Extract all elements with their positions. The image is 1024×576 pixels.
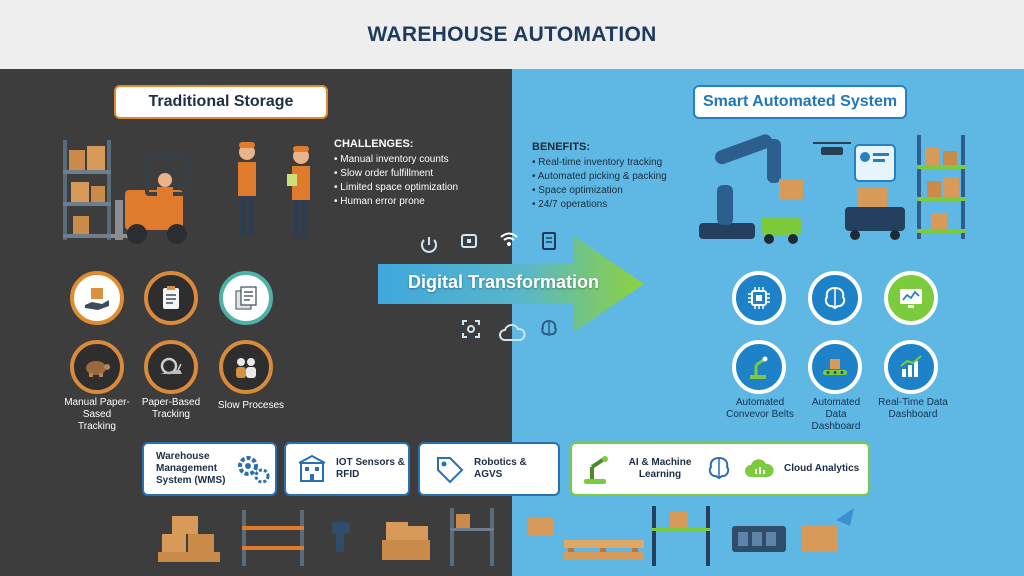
data-dashboard-label: Automated Data Dashboard — [811, 397, 861, 432]
transformation-arrow — [378, 236, 644, 332]
box-stack-illustration — [158, 516, 220, 562]
challenge-item: Human error prone — [334, 195, 458, 209]
manual-tracking-label: Manual Paper-Sased Tracking — [64, 397, 130, 432]
iot-box: IOT Sensors & RFID — [284, 442, 410, 496]
turtle-circle — [70, 340, 124, 394]
scan-icon — [462, 320, 480, 338]
building-sensor-icon — [298, 454, 326, 482]
wms-box: Warehouse Management System (WMS) — [142, 442, 277, 496]
worker-illustration — [238, 142, 256, 236]
realtime-dashboard-label: Real-Time Data Dashboard — [878, 397, 948, 420]
box-stack-illustration — [382, 522, 430, 560]
processor-circle — [732, 271, 786, 325]
brain-icon — [824, 286, 846, 310]
snail-icon — [160, 357, 182, 375]
robot-arm-circle — [732, 340, 786, 394]
robotics-label: Robotics & AGVS — [474, 457, 527, 480]
brain-icon — [541, 319, 557, 337]
challenges-list: CHALLENGES: Manual inventory counts Slow… — [334, 137, 458, 209]
robot-arm-illustration — [699, 134, 803, 239]
paper-documents-circle — [219, 271, 273, 325]
people-icon — [236, 358, 256, 378]
benefit-item: Automated picking & packing — [532, 170, 667, 184]
ai-brain-circle — [808, 271, 862, 325]
wms-label: Warehouse Management System (WMS) — [156, 451, 226, 486]
wifi-icon — [500, 232, 518, 246]
cloud-icon — [499, 324, 526, 341]
challenge-item: Slow order fulfillment — [334, 167, 458, 181]
turtle-icon — [86, 361, 110, 377]
conveyor-box-icon — [823, 359, 847, 375]
benefit-item: Real-time inventory tracking — [532, 156, 667, 170]
pallet-illustration — [528, 518, 644, 560]
slow-processes-label: Slow Proceses — [217, 400, 285, 411]
paper-documents-icon — [235, 286, 257, 310]
shelf-illustration — [917, 135, 965, 239]
bar-chart-circle — [884, 340, 938, 394]
shelf-illustration — [450, 508, 494, 566]
cloud-icon — [745, 459, 774, 477]
power-icon — [421, 237, 437, 253]
hand-box-icon — [85, 288, 109, 310]
clipboard-icon — [163, 286, 179, 309]
floor-illustration-left — [158, 508, 494, 566]
worker-illustration — [287, 146, 310, 238]
robot-arm-icon — [584, 456, 608, 484]
brain-icon — [708, 456, 730, 480]
rfid-icon — [461, 234, 477, 248]
robot-arm-icon — [750, 356, 768, 379]
traditional-storage-title: Traditional Storage — [114, 85, 328, 119]
robotics-box: Robotics & AGVS — [418, 442, 560, 496]
dashboard-screen-illustration — [854, 144, 896, 182]
clipboard-circle — [144, 271, 198, 325]
snail-circle — [144, 340, 198, 394]
forklift-illustration — [111, 156, 189, 244]
barcode-scanner-icon — [332, 522, 350, 552]
header-bar: WAREHOUSE AUTOMATION — [0, 0, 1024, 69]
processor-icon — [748, 287, 770, 309]
monitor-chart-circle — [884, 271, 938, 325]
iot-label: IOT Sensors & RFID — [336, 457, 405, 480]
smart-system-title: Smart Automated System — [693, 85, 907, 119]
conveyor-belts-label: Automated Convevor Belts — [726, 397, 794, 420]
people-circle — [219, 340, 273, 394]
gears-icon — [238, 456, 270, 484]
benefits-list: BENEFITS: Real-time inventory tracking A… — [532, 140, 667, 212]
page-title: WAREHOUSE AUTOMATION — [367, 22, 657, 46]
challenge-item: Manual inventory counts — [334, 153, 458, 167]
floor-illustration-right — [528, 506, 854, 566]
conveyor-box-circle — [808, 340, 862, 394]
challenge-item: Limited space optimization — [334, 181, 458, 195]
drone-icon — [813, 142, 851, 155]
shelf-illustration — [652, 506, 710, 566]
hand-box-circle — [70, 271, 124, 325]
conveyor-machine-illustration — [732, 526, 786, 552]
benefits-heading: BENEFITS: — [532, 141, 591, 153]
paper-tracking-label: Paper-Based Tracking — [141, 397, 201, 420]
traditional-warehouse-illustration — [63, 140, 310, 244]
shelf-illustration — [242, 510, 304, 566]
delivery-box-icon — [802, 508, 854, 552]
cloud-analytics-label: Cloud Analytics — [784, 463, 860, 474]
ai-label: AI & Machine Learning — [628, 457, 692, 480]
benefit-item: Space optimization — [532, 184, 667, 198]
bar-chart-icon — [900, 355, 922, 377]
document-icon — [542, 232, 556, 250]
agv-robot-illustration — [761, 217, 801, 244]
ai-cloud-box: AI & Machine Learning Cloud Analytics — [570, 442, 870, 496]
shelf-illustration — [63, 140, 111, 240]
transformation-label: Digital Transformation — [408, 272, 600, 292]
agv-robot-illustration — [845, 187, 905, 240]
monitor-chart-icon — [900, 289, 922, 308]
challenges-heading: CHALLENGES: — [334, 138, 414, 150]
tag-icon — [437, 457, 464, 484]
benefit-item: 24/7 operations — [532, 198, 667, 212]
smart-warehouse-illustration — [699, 134, 965, 244]
